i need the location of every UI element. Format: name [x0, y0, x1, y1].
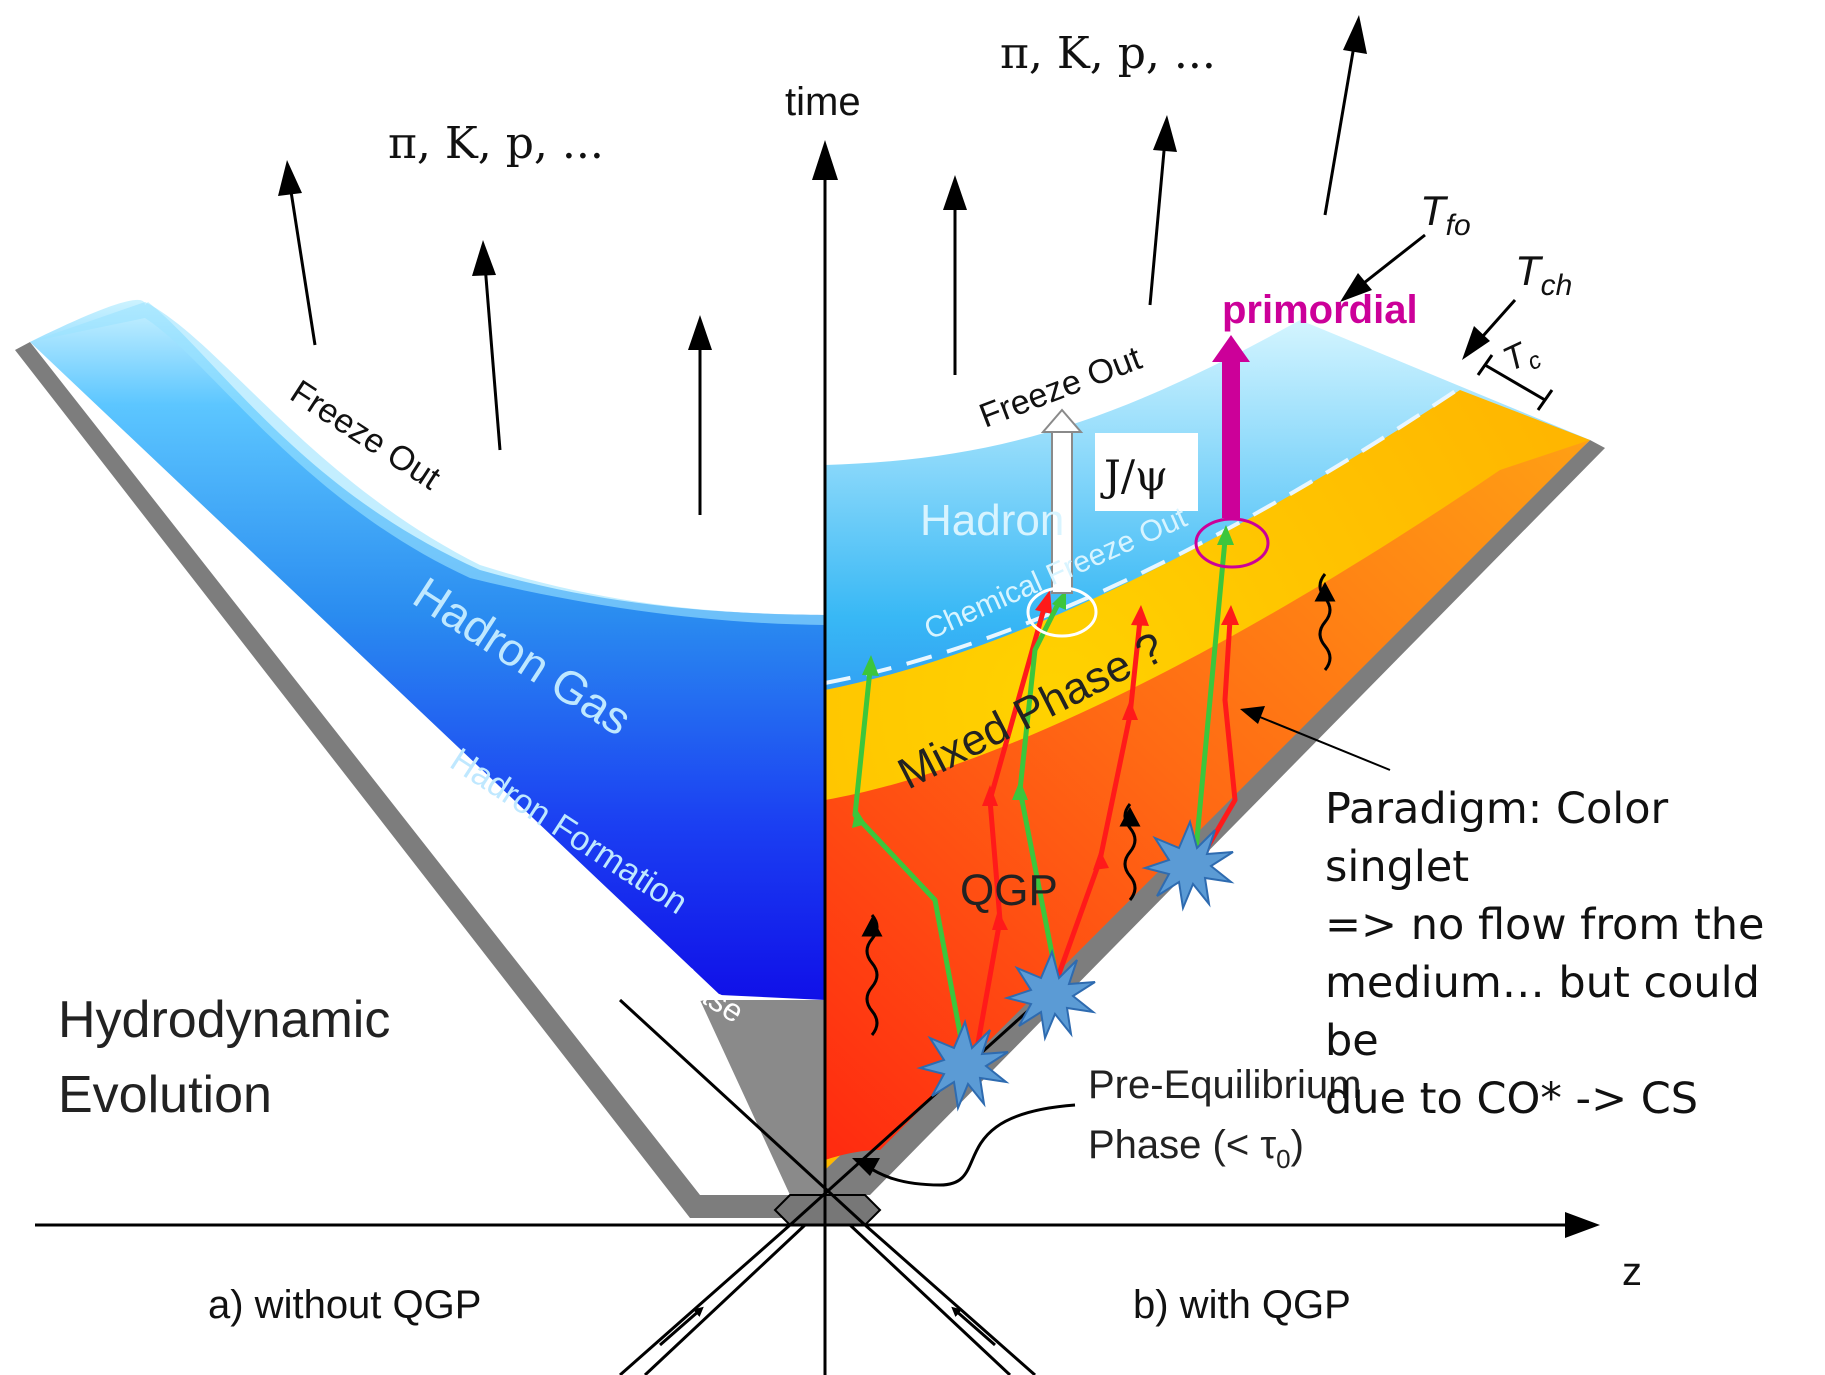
hadron-gas-region: [30, 299, 825, 1000]
primordial-arrow: [1212, 335, 1250, 518]
hydro-line2: Evolution: [58, 1066, 272, 1124]
without-qgp-label: a) without QGP: [208, 1283, 481, 1327]
axes: [35, 140, 1600, 1375]
hadron-right-label: Hadron: [920, 496, 1064, 545]
left-panel: [15, 299, 825, 1218]
jpsi-circle: [1026, 586, 1098, 638]
jpsi-label-box: [1095, 433, 1198, 511]
t-ch-label: Tch: [1515, 247, 1572, 302]
with-qgp-label: b) with QGP: [1133, 1283, 1351, 1327]
z-label: z: [1622, 1250, 1642, 1294]
callout-line-1: Paradigm: Color singlet: [1325, 784, 1669, 892]
green-track-heads: [852, 525, 1234, 828]
primordial-circle: [1194, 517, 1270, 569]
production-stars: [916, 818, 1235, 1112]
time-label: time: [785, 80, 861, 124]
qgp-region: [825, 440, 1590, 1160]
hydro-line1: Hydrodynamic: [58, 991, 390, 1049]
callout-line-3: medium… but could be: [1325, 958, 1760, 1066]
chemical-freeze-out-line: [824, 386, 1462, 685]
callout-line-4: due to CO* -> CS: [1325, 1074, 1699, 1124]
particle-arrows-left: [278, 160, 712, 515]
paradigm-callout: Paradigm: Color singlet => no flow from …: [1325, 780, 1825, 1128]
qgp-label: QGP: [960, 866, 1058, 915]
green-tracks: [852, 539, 1228, 1061]
jpsi-arrow: [1040, 408, 1084, 594]
jpsi-label: J/ψ: [1100, 451, 1168, 500]
red-tracks: [972, 604, 1238, 1061]
temperature-arrows: [1340, 233, 1554, 411]
particles-right-label: π, K, p, ...: [1000, 28, 1216, 79]
callout-pointer: [1254, 714, 1391, 771]
particle-arrows-right: [943, 15, 1367, 375]
star-2: [1003, 948, 1097, 1042]
primordial-label: primordial: [1222, 288, 1418, 332]
callout-line-2: => no flow from the: [1325, 900, 1765, 950]
pre-hadronic-band: [15, 342, 825, 1218]
particles-left-label: π, K, p, ...: [388, 118, 604, 169]
pre-eq-line1: Pre-Equilibrium: [1088, 1063, 1361, 1107]
pre-eq-line2: Phase (< τ0): [1088, 1123, 1304, 1174]
star-3: [1141, 818, 1235, 912]
photon-arrows: [861, 573, 1336, 1036]
t-fo-label: Tfo: [1420, 187, 1471, 242]
pre-eq-pointer: [864, 1103, 1076, 1187]
star-1: [916, 1018, 1010, 1112]
